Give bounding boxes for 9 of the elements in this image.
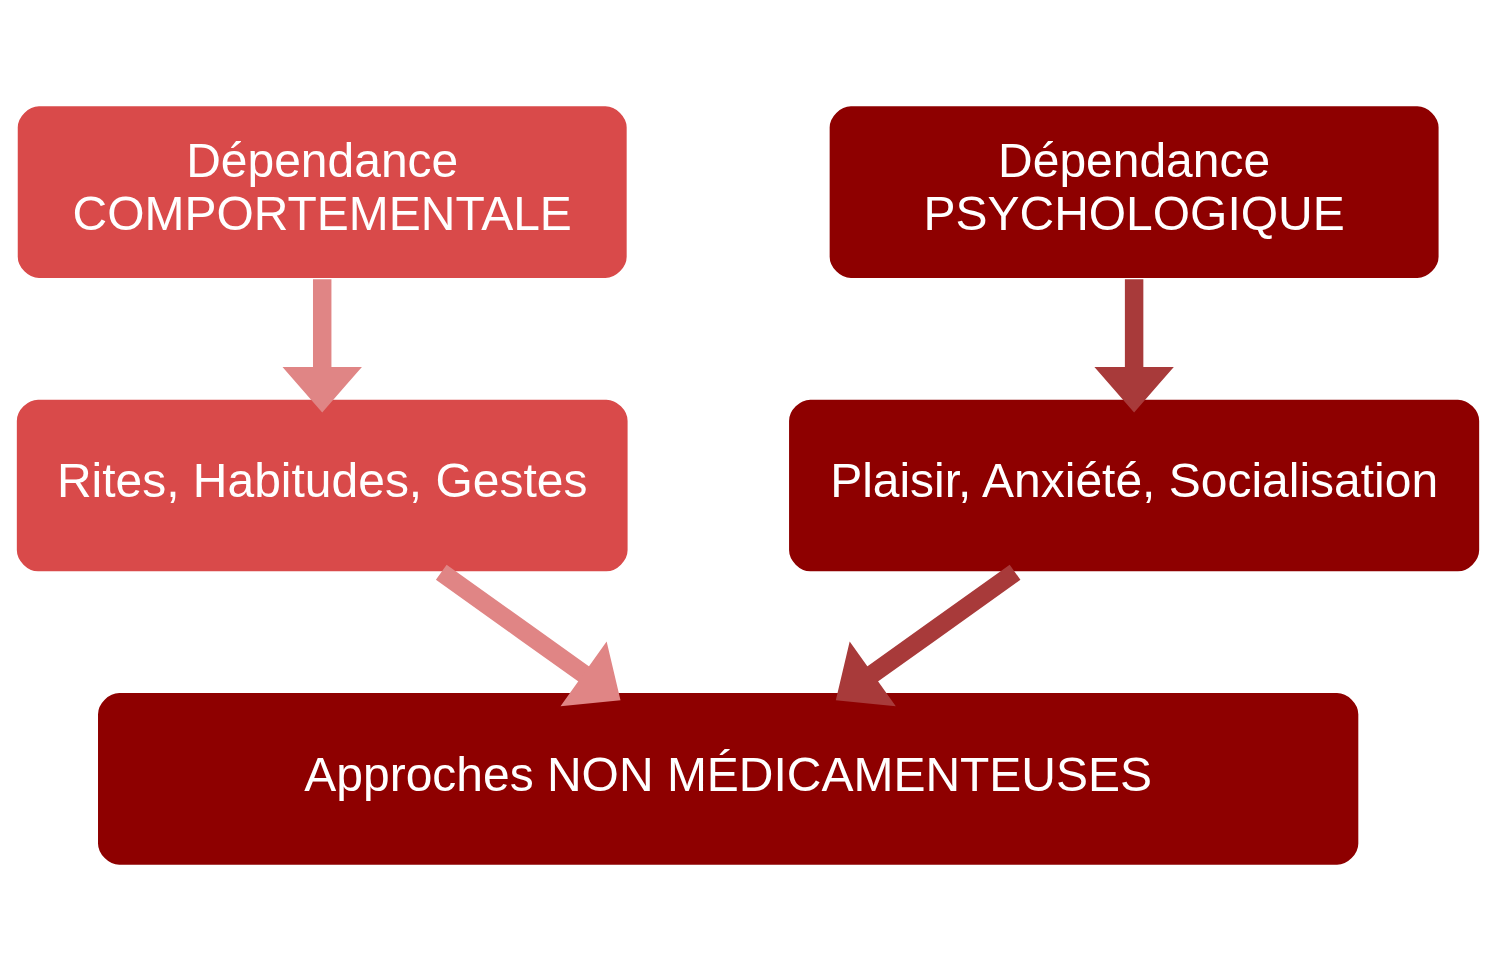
node-box: Rites, Habitudes, Gestes: [14, 397, 630, 573]
node-box: Plaisir, Anxiété, Socialisation: [787, 397, 1482, 573]
arrow: [282, 278, 362, 412]
node-box: Dépendance PSYCHOLOGIQUE: [827, 103, 1441, 280]
node-box: Approches NON MÉDICAMENTEUSES: [96, 690, 1361, 867]
arrow: [1094, 278, 1174, 412]
arrow: [435, 564, 621, 706]
arrow: [835, 564, 1021, 706]
node-box: Dépendance COMPORTEMENTALE: [15, 103, 629, 280]
